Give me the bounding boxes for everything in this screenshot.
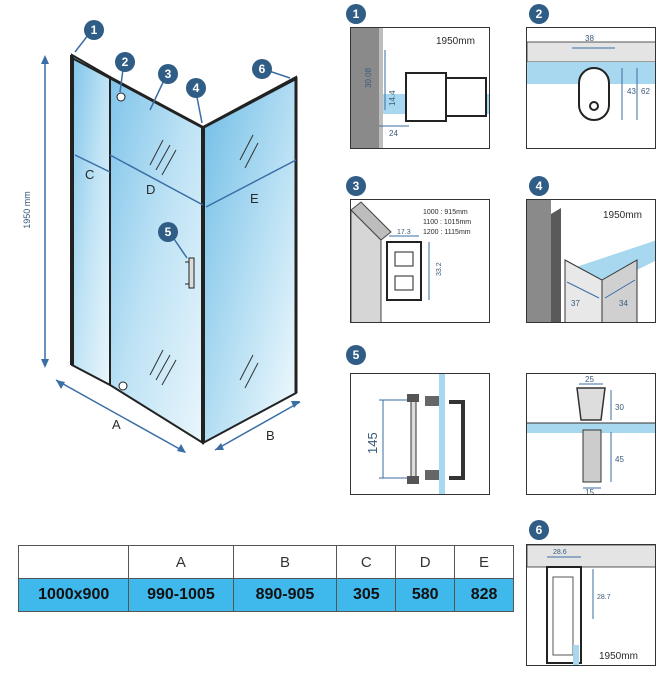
table-header-cell: B (232, 545, 338, 579)
detail-1-marker: 1 (346, 4, 366, 24)
detail-3-size-3: 1200 : 1115mm (423, 229, 471, 236)
detail-3-dim-b: 33.2 (436, 262, 443, 276)
detail-6-height: 1950mm (599, 651, 638, 662)
detail-2-panel: 38 43 62 (526, 27, 656, 149)
detail-6-panel: 28.6 28.7 1950mm (526, 544, 656, 666)
detail-2-marker: 2 (529, 4, 549, 24)
detail-1-dim-c: 24 (389, 129, 398, 138)
table-header-cell (17, 545, 130, 579)
table-row: 1000x900 990-1005 890-905 305 580 828 (17, 578, 514, 612)
table-cell-c: 305 (336, 578, 397, 612)
dimensions-table: A B C D E 1000x900 990-1005 890-905 305 … (17, 545, 514, 612)
detail-5-dim-a: 145 (365, 432, 380, 454)
height-label: 1950 mm (22, 191, 32, 229)
front-fixed-glass (71, 53, 111, 387)
detail-1-dim-b: 14.4 (388, 90, 397, 106)
label-b: B (266, 428, 275, 443)
detail-5b-panel: 25 30 45 15 (526, 373, 656, 495)
table-header-row: A B C D E (17, 545, 514, 579)
marker-6: 6 (252, 59, 272, 79)
detail-5-panel: 145 (350, 373, 490, 495)
detail-5b-dim-d: 15 (585, 488, 594, 495)
detail-4-dim-a: 37 (571, 299, 580, 308)
table-cell-a: 990-1005 (128, 578, 234, 612)
detail-6-dim-a: 28.6 (553, 549, 567, 556)
detail-3-panel: 1000 : 915mm 1100 : 1015mm 1200 : 1115mm… (350, 199, 490, 323)
marker-1: 1 (84, 20, 104, 40)
table-header-cell: A (128, 545, 234, 579)
detail-1-dim-a: 30.08 (364, 67, 373, 88)
label-e: E (250, 191, 259, 206)
table-cell-d: 580 (395, 578, 456, 612)
detail-2-dim-c: 62 (641, 87, 650, 96)
detail-2-dim-a: 38 (585, 34, 594, 43)
marker-2: 2 (115, 52, 135, 72)
label-d: D (146, 182, 155, 197)
detail-4-dim-b: 34 (619, 299, 628, 308)
label-c: C (85, 167, 94, 182)
table-header-cell: C (336, 545, 397, 579)
detail-6-marker: 6 (529, 520, 549, 540)
detail-4-panel: 1950mm 37 34 (526, 199, 656, 323)
detail-4-height: 1950mm (603, 210, 642, 221)
marker-3: 3 (158, 64, 178, 84)
detail-6-dim-b: 28.7 (597, 594, 611, 601)
table-cell-e: 828 (454, 578, 514, 612)
label-a: A (112, 417, 121, 432)
detail-5b-dim-a: 25 (585, 375, 594, 384)
table-header-cell: E (454, 545, 514, 579)
detail-5b-dim-c: 45 (615, 455, 624, 464)
detail-5-marker: 5 (346, 345, 366, 365)
detail-2-dim-b: 43 (627, 87, 636, 96)
detail-5b-dim-b: 30 (615, 403, 624, 412)
detail-4-marker: 4 (529, 176, 549, 196)
detail-3-size-2: 1100 : 1015mm (423, 219, 471, 226)
table-header-cell: D (395, 545, 456, 579)
detail-1-panel: 1950mm 30.08 14.4 24 (350, 27, 490, 149)
detail-3-dim-a: 17.3 (397, 229, 411, 236)
marker-5: 5 (158, 222, 178, 242)
marker-4: 4 (186, 78, 206, 98)
detail-3-marker: 3 (346, 176, 366, 196)
door-handle (188, 257, 195, 289)
detail-1-height: 1950mm (436, 36, 475, 47)
detail-3-size-1: 1000 : 915mm (423, 209, 468, 216)
table-cell-b: 890-905 (232, 578, 338, 612)
table-cell-size: 1000x900 (17, 578, 130, 612)
side-glass (202, 75, 297, 445)
